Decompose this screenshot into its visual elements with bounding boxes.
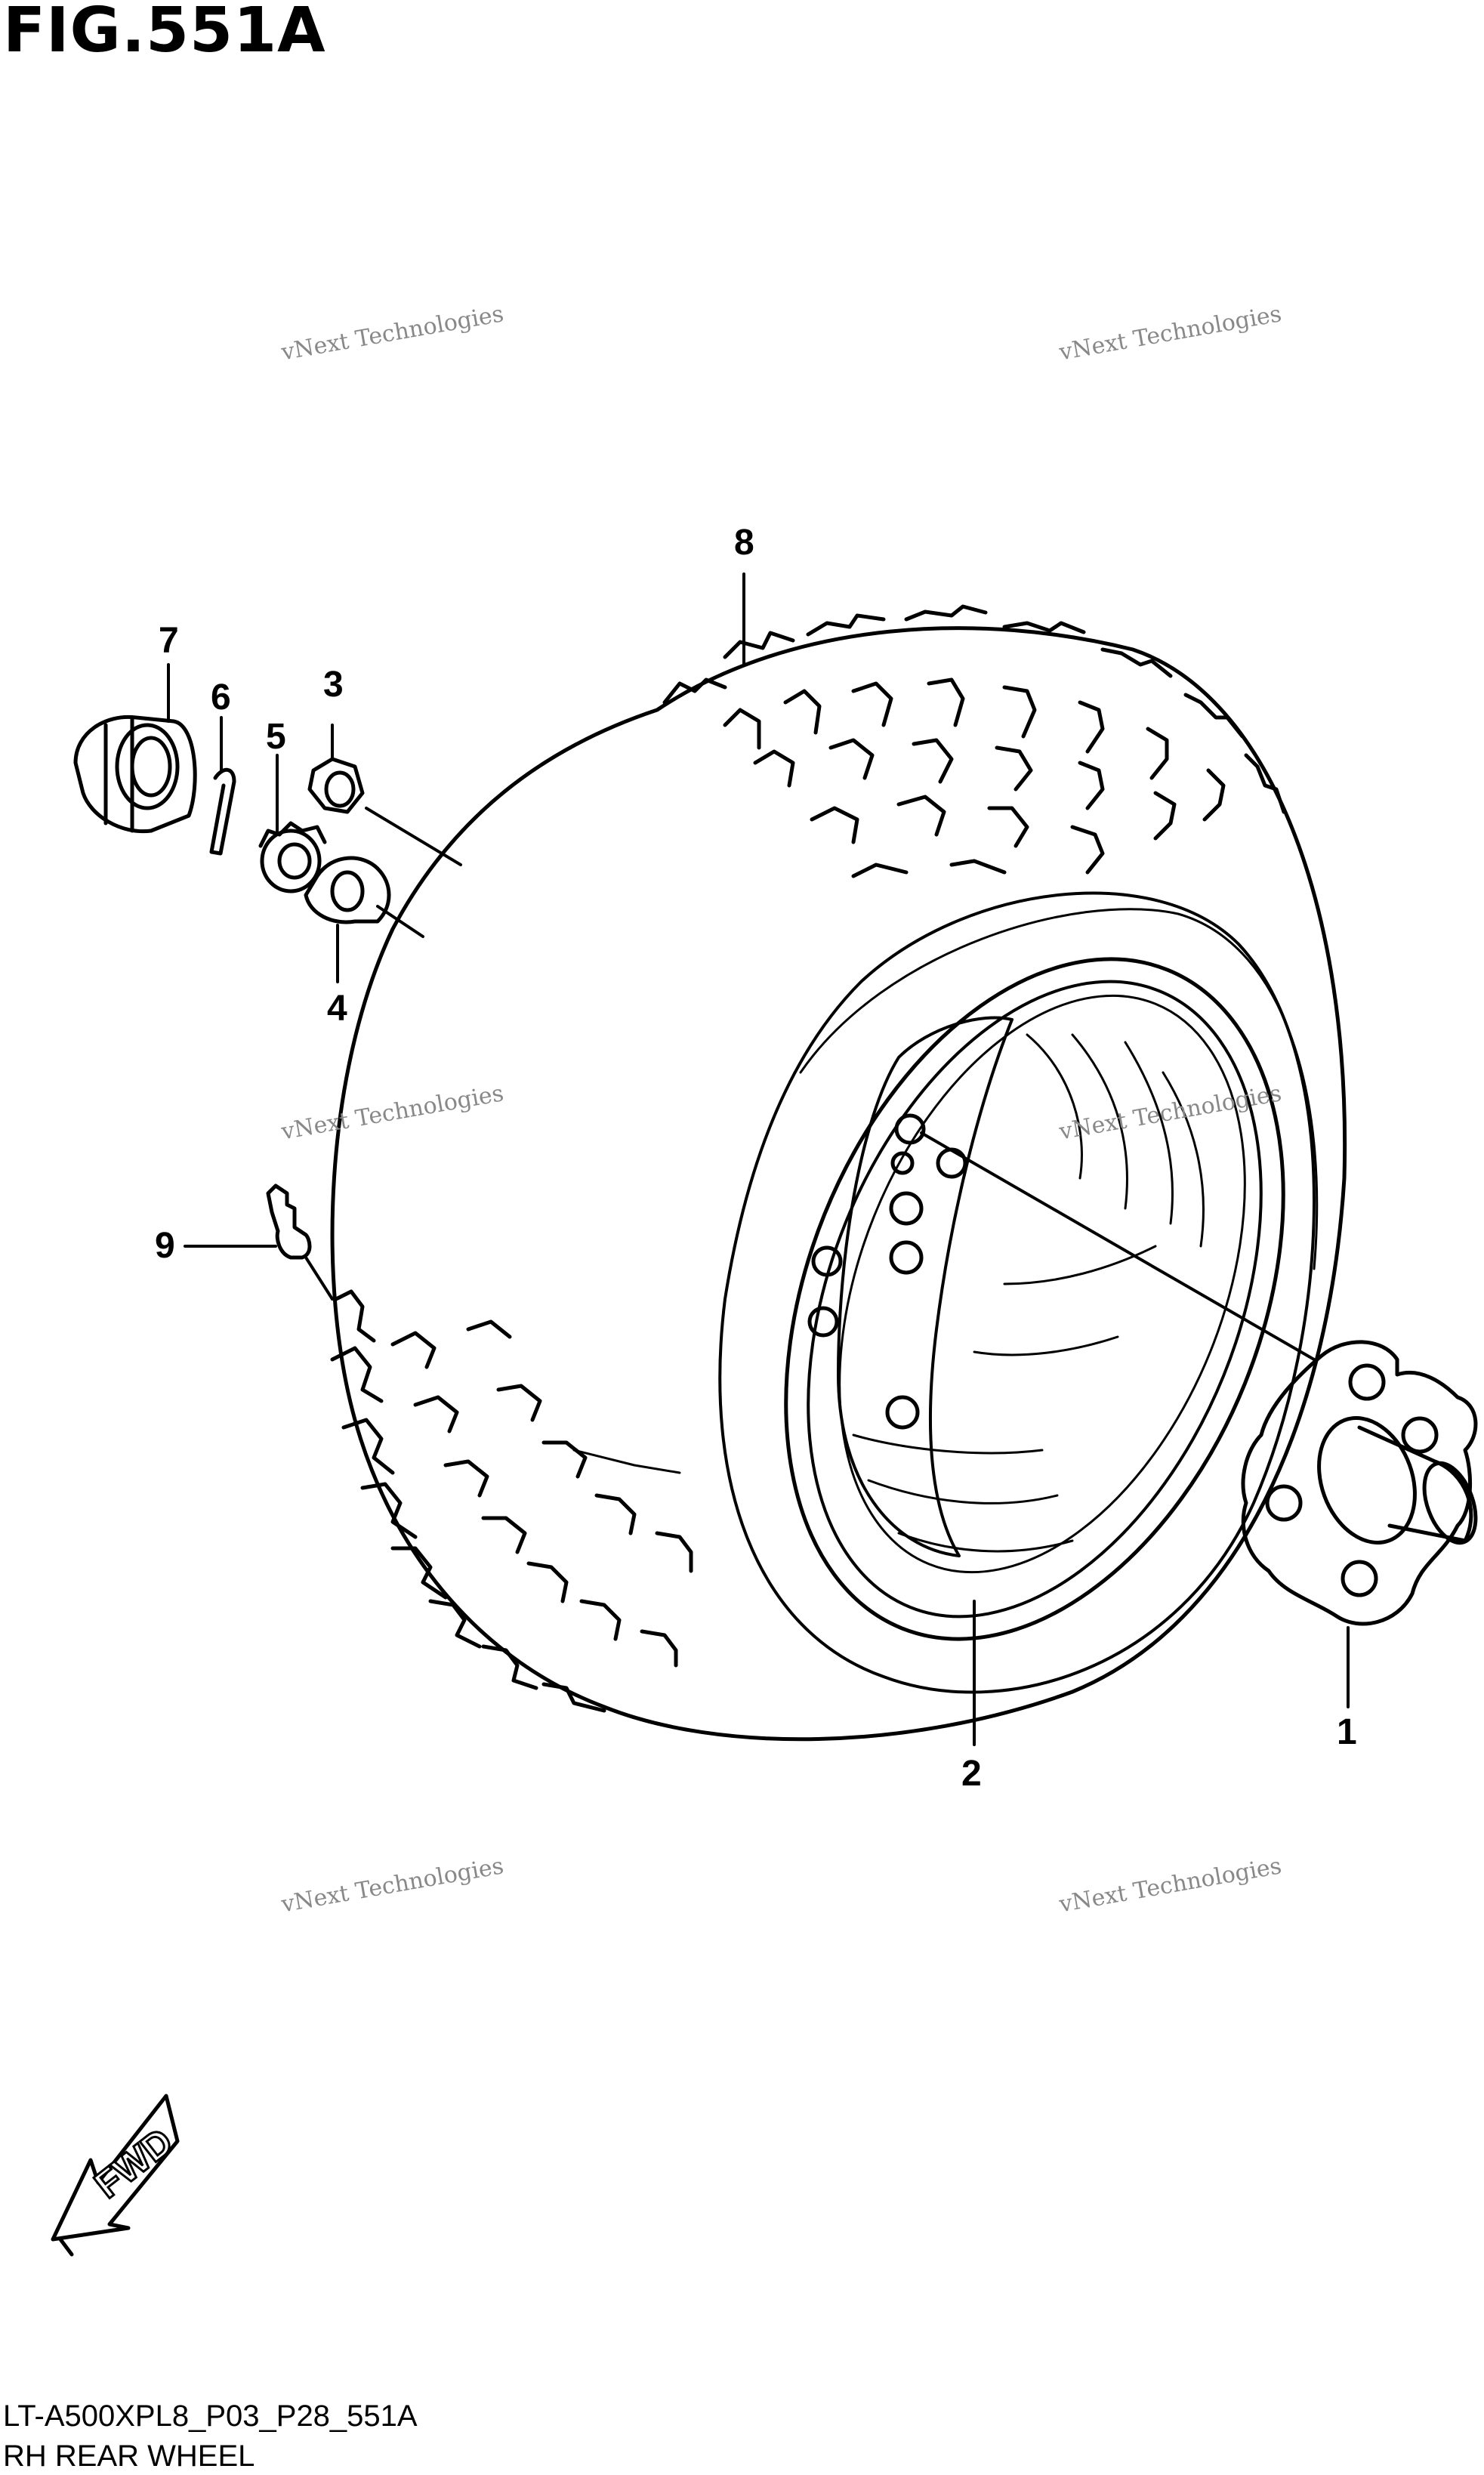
- cotter-pin-drawing: [209, 767, 236, 856]
- figure-code: LT-A500XPL8_P03_P28_551A: [3, 2399, 418, 2433]
- tire-drawing: [330, 604, 1347, 1742]
- hub-drawing: [1241, 1340, 1478, 1626]
- callout-3: 3: [323, 665, 344, 705]
- wheel-nut-drawing: [307, 757, 365, 814]
- callout-5: 5: [266, 717, 286, 757]
- callout-9: 9: [155, 1226, 175, 1266]
- callout-2: 2: [961, 1754, 982, 1794]
- figure-title: FIG.551A: [3, 0, 326, 66]
- valve-stem-drawing: [266, 1183, 312, 1260]
- castle-nut-drawing: [258, 821, 327, 893]
- callout-6: 6: [211, 677, 231, 718]
- callout-8: 8: [734, 523, 754, 563]
- callout-1: 1: [1337, 1712, 1357, 1752]
- washer-drawing: [304, 856, 391, 924]
- figure-caption: RH REAR WHEEL: [3, 2440, 255, 2473]
- leader-lines: [167, 572, 1350, 1746]
- callout-4: 4: [327, 989, 347, 1029]
- callout-7: 7: [159, 621, 179, 661]
- hub-cap-drawing: [73, 714, 197, 834]
- wheel-rim-drawing: [784, 957, 1285, 1641]
- fwd-direction-arrow: [51, 2094, 180, 2257]
